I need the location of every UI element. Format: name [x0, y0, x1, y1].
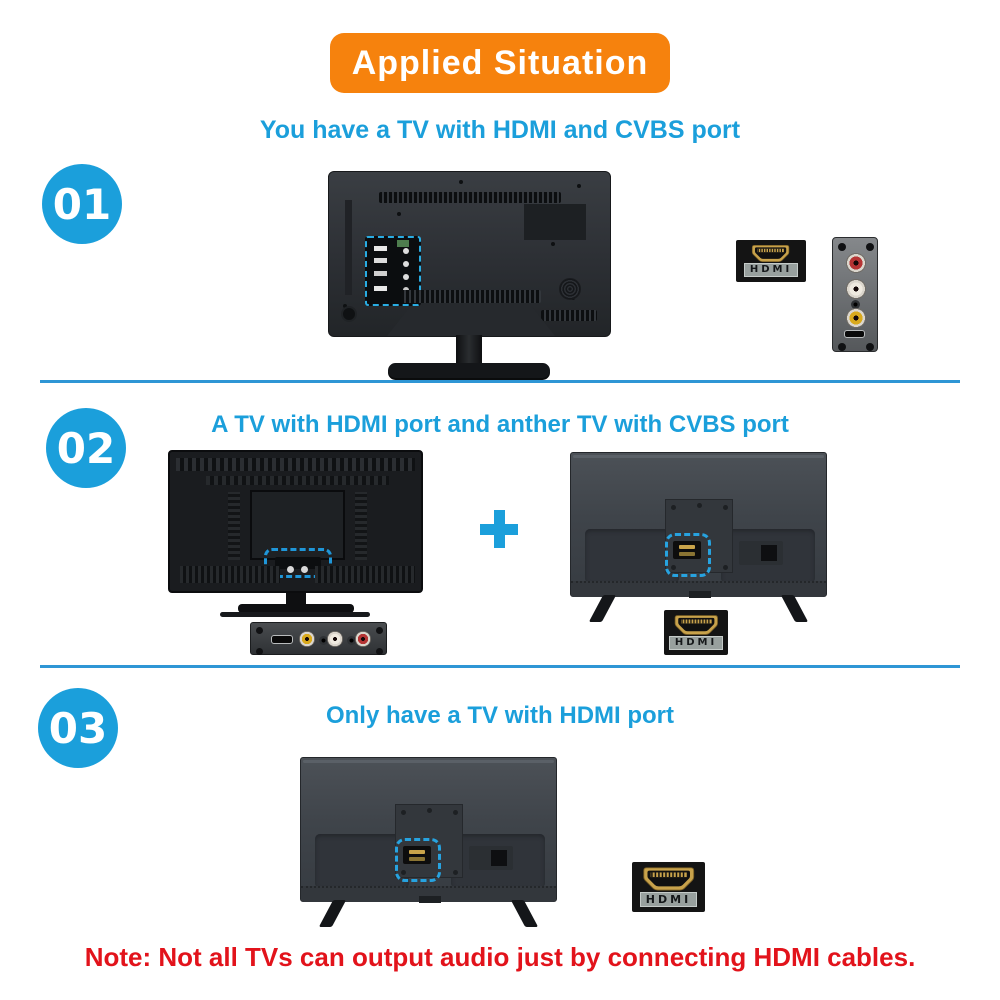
vent-grille	[379, 192, 561, 203]
vesa-mount-plate	[665, 499, 733, 573]
port-chip	[397, 240, 409, 247]
tv-body	[570, 452, 827, 598]
hdmi-port-image: HDMI	[736, 240, 806, 282]
step-number-badge-02: 02	[46, 408, 126, 488]
tv-body	[168, 450, 423, 593]
rca-jack-red	[846, 253, 866, 273]
tv-body	[328, 171, 611, 337]
edge-highlight	[573, 455, 824, 458]
hdmi-socket	[673, 541, 701, 559]
speaker-grille	[180, 566, 280, 583]
stand-base	[388, 363, 550, 378]
rca-jack-red	[355, 631, 371, 647]
side-trim	[345, 200, 352, 295]
section-1-heading: You have a TV with HDMI and CVBS port	[259, 116, 741, 144]
vent-column	[228, 492, 240, 560]
section-divider	[40, 380, 960, 383]
tv-back-cvbs-image	[168, 450, 423, 620]
hdmi-connector-icon	[643, 867, 694, 891]
port-jacks	[287, 566, 294, 573]
hdmi-port-image: HDMI	[664, 610, 728, 655]
bottom-band	[301, 886, 556, 902]
tv-back-hdmi-cvbs-image	[328, 171, 628, 381]
screw-dots	[671, 505, 676, 510]
section-3-heading: Only have a TV with HDMI port	[325, 702, 675, 729]
step-number-badge-03: 03	[38, 688, 118, 768]
round-sticker	[341, 306, 357, 322]
tv-leg	[588, 595, 617, 622]
connector-tab	[689, 591, 711, 598]
hdmi-socket	[844, 330, 865, 338]
tv-leg	[780, 595, 809, 622]
port-panel-highlight	[264, 548, 332, 578]
aux-jack	[851, 300, 860, 309]
recessed-panel	[585, 529, 679, 583]
hdmi-connector-icon	[674, 615, 718, 635]
vent-column	[355, 492, 367, 560]
hdmi-pins	[409, 850, 425, 854]
port-panel-highlight	[665, 533, 711, 577]
tv-leg	[510, 900, 539, 927]
section-divider	[40, 665, 960, 668]
bottom-band	[571, 581, 826, 597]
vent-grille	[401, 290, 541, 303]
screws	[838, 243, 846, 251]
tv-back-hdmi-image	[570, 452, 827, 627]
aux-jack	[319, 636, 328, 645]
rca-jack-yellow	[846, 308, 866, 328]
stand-base	[238, 604, 354, 613]
tv-back-hdmi-image	[300, 757, 557, 932]
vent-grille	[176, 458, 415, 471]
hdmi-socket	[403, 846, 431, 864]
screw-dots	[401, 810, 406, 815]
rca-jack-yellow	[299, 631, 315, 647]
port-strip	[275, 557, 321, 573]
rear-label-plate	[524, 204, 586, 240]
screws	[256, 627, 263, 634]
hdmi-label: HDMI	[743, 263, 799, 277]
cutout-notch	[491, 850, 507, 866]
title-badge: Applied Situation	[330, 33, 670, 93]
stand-base-plate	[220, 612, 370, 617]
vesa-mount-plate	[395, 804, 463, 878]
hdmi-connector-icon	[752, 245, 790, 262]
aux-jack	[347, 636, 356, 645]
port-panel-highlight	[365, 236, 421, 306]
converter-box-image	[250, 622, 387, 655]
hdmi-label: HDMI	[639, 892, 698, 907]
port-slots	[374, 246, 387, 251]
cable-cutout	[739, 541, 783, 565]
stand-neck	[286, 593, 306, 605]
port-panel-highlight	[395, 838, 441, 882]
stand-neck	[456, 335, 482, 365]
rca-jack-white	[327, 631, 343, 647]
step-number-badge-01: 01	[42, 164, 122, 244]
vent-grille	[541, 310, 597, 321]
stand-mount	[387, 306, 555, 336]
rca-jack-white	[846, 279, 866, 299]
note-text: Note: Not all TVs can output audio just …	[84, 942, 916, 972]
edge-highlight	[303, 760, 554, 763]
hdmi-port-image: HDMI	[632, 862, 705, 912]
cable-cutout	[469, 846, 513, 870]
plus-icon	[480, 510, 518, 548]
port-jacks	[403, 248, 409, 254]
plus-vertical-bar	[494, 510, 505, 548]
recessed-panel	[315, 834, 409, 888]
hdmi-label: HDMI	[668, 636, 724, 650]
vent-grille	[206, 476, 389, 485]
tv-body	[300, 757, 557, 903]
hdmi-pins	[679, 545, 695, 549]
hdmi-socket	[271, 635, 293, 644]
tv-leg	[318, 900, 347, 927]
connector-tab	[419, 896, 441, 903]
cutout-notch	[761, 545, 777, 561]
section-2-heading: A TV with HDMI port and anther TV with C…	[211, 411, 789, 438]
converter-side-panel-image	[832, 237, 878, 352]
fan-grille	[559, 278, 581, 300]
speaker-grille	[315, 566, 415, 583]
screw-dots	[459, 180, 463, 184]
